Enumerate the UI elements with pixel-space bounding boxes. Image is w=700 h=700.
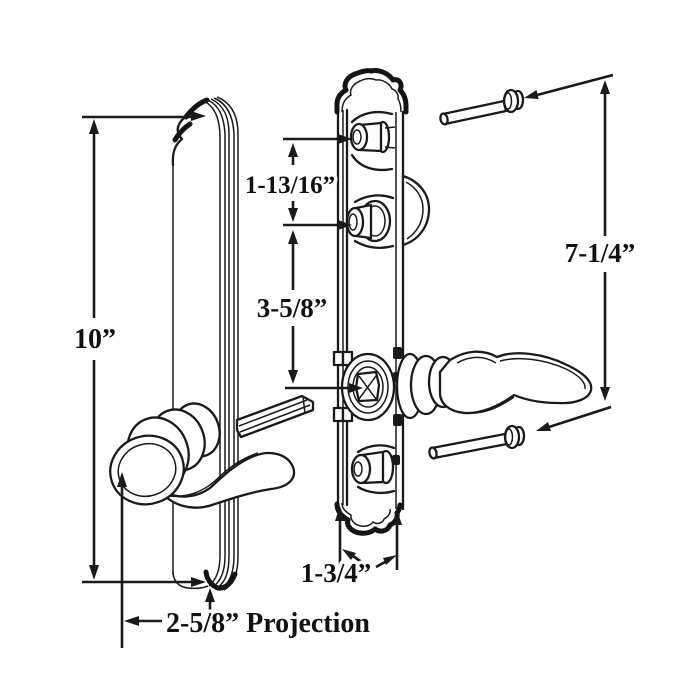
mounting-tabs: [332, 347, 402, 465]
mounting-screw-top: [439, 88, 525, 126]
left-lever-blade: [158, 451, 296, 509]
top-mounting-post: [349, 110, 396, 172]
label-plate-width: 1-3/4”: [301, 558, 372, 588]
dimension-plate-height: 10”: [71, 111, 206, 587]
lower-mounting-post: [350, 444, 396, 495]
right-lever-handle: [395, 350, 593, 420]
spindle-bar: [235, 394, 315, 439]
dimension-screw-spacing-top: 1-13/16”: [241, 134, 352, 230]
mounting-screw-bottom: [428, 424, 526, 460]
outside-knob-profile: [401, 174, 431, 247]
label-screw-to-hub: 3-5/8”: [257, 293, 328, 323]
center-escutcheon-plate: [332, 68, 431, 536]
label-plate-height: 10”: [74, 324, 116, 355]
left-lever-handle: [109, 402, 296, 509]
dimension-screw-length: 7-1/4”: [524, 73, 639, 431]
label-screw-length: 7-1/4”: [565, 238, 636, 268]
dimension-projection: 2-5/8” Projection: [117, 472, 374, 648]
right-lever-blade: [438, 350, 593, 415]
label-screw-spacing-top: 1-13/16”: [245, 172, 335, 199]
dimension-plate-width: 1-3/4”: [297, 506, 402, 592]
left-escutcheon-plate: [171, 96, 239, 591]
dimension-screw-to-hub: 3-5/8”: [253, 230, 363, 393]
second-mounting-post: [345, 194, 395, 249]
label-projection: 2-5/8” Projection: [166, 608, 370, 639]
